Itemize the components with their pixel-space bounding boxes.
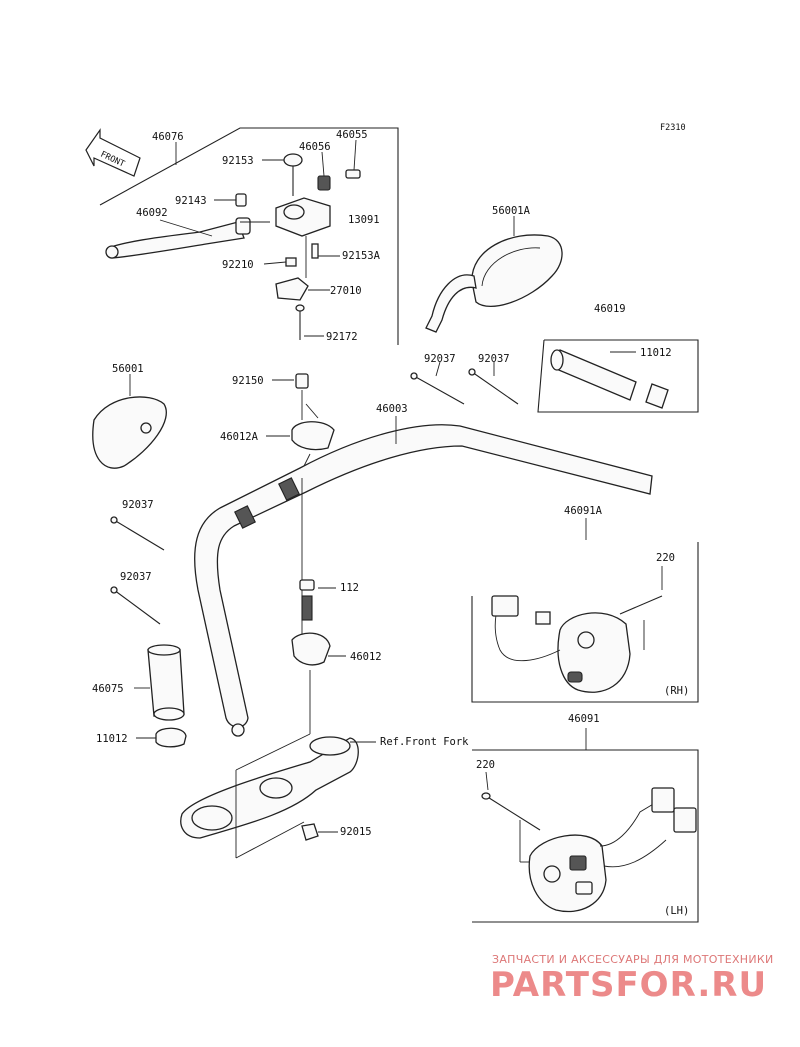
label-92037-c: 92037 [122, 499, 154, 511]
clutch-lever [105, 219, 245, 259]
label-lh: (LH) [664, 905, 689, 917]
label-112: 112 [340, 582, 359, 594]
watermark-subtitle: ЗАПЧАСТИ И АКСЕССУАРЫ ДЛЯ МОТОТЕХНИКИ [492, 953, 774, 966]
left-mirror [92, 374, 167, 469]
label-92153A: 92153A [342, 250, 381, 262]
label-92210: 92210 [222, 259, 254, 271]
upper-triple-clamp [180, 733, 376, 859]
lower-clamp [291, 478, 346, 734]
label-46056: 46056 [299, 141, 331, 153]
label-92037-d: 92037 [120, 571, 152, 583]
label-92037-a: 92037 [424, 353, 456, 365]
label-27010: 27010 [330, 285, 362, 297]
label-46055: 46055 [336, 129, 368, 141]
label-46091: 46091 [568, 713, 600, 725]
label-46091A: 46091A [564, 505, 603, 517]
label-46003: 46003 [376, 403, 408, 415]
label-56001A: 56001A [492, 205, 531, 217]
handlebar [194, 416, 653, 737]
label-220-lh: 220 [476, 759, 495, 771]
left-switch-box [472, 728, 699, 923]
label-92172: 92172 [326, 331, 358, 343]
label-92150: 92150 [232, 375, 264, 387]
label-11012-bottom: 11012 [96, 733, 128, 745]
right-mirror [425, 216, 563, 333]
label-13091: 13091 [348, 214, 380, 226]
lever-holder [235, 197, 331, 237]
label-92037-b: 92037 [478, 353, 510, 365]
label-220-rh: 220 [656, 552, 675, 564]
label-46012: 46012 [350, 651, 382, 663]
label-rh: (RH) [664, 685, 689, 697]
watermark-brand: PARTSFOR.RU [490, 965, 767, 1005]
right-switch-box [471, 518, 699, 703]
label-46075: 46075 [92, 683, 124, 695]
top-bolts-92037 [410, 361, 519, 405]
lever-assembly-frame [99, 127, 399, 345]
label-92143: 92143 [175, 195, 207, 207]
watermark: ЗАПЧАСТИ И АКСЕССУАРЫ ДЛЯ МОТОТЕХНИКИ PA… [490, 953, 774, 1005]
label-92153: 92153 [222, 155, 254, 167]
label-46012A: 46012A [220, 431, 259, 443]
label-ref-front-fork: Ref.Front Fork [380, 736, 469, 748]
front-arrow-icon: FRONT [85, 128, 141, 177]
upper-clamp [266, 373, 335, 475]
left-bolts-92037 [110, 516, 165, 625]
label-92015: 92015 [340, 826, 372, 838]
right-grip-box [537, 339, 699, 413]
left-grip [134, 644, 187, 748]
figure-code: F2310 [660, 123, 686, 133]
label-11012-top: 11012 [640, 347, 672, 359]
label-56001: 56001 [112, 363, 144, 375]
label-46076: 46076 [152, 131, 184, 143]
label-46092: 46092 [136, 207, 168, 219]
label-46019: 46019 [594, 303, 626, 315]
lever-fasteners [214, 139, 361, 340]
